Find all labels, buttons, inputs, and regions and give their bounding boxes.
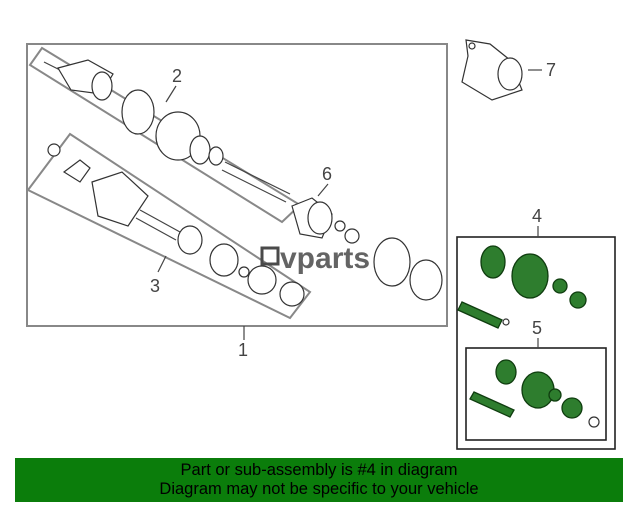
inner-joint-shaft-assembly — [47, 143, 305, 307]
info-banner: Part or sub-assembly is #4 in diagram Di… — [15, 458, 623, 502]
callout-3: 3 — [150, 276, 160, 296]
bracket-part-7 — [461, 39, 523, 101]
callout-2: 2 — [172, 66, 182, 86]
leader-3 — [157, 255, 167, 273]
vparts-logo: vparts — [260, 242, 370, 275]
boot-kit-4-parts — [457, 245, 587, 329]
outer-joint-shaft-assembly — [43, 59, 291, 203]
callout-7: 7 — [546, 60, 556, 80]
leader-6 — [317, 183, 329, 197]
banner-line-2: Diagram may not be specific to your vehi… — [159, 480, 479, 498]
damper-part-6 — [291, 197, 443, 301]
assembly-frame-1 — [26, 43, 448, 327]
watermark-text: vparts — [280, 242, 370, 275]
banner-line-1: Part or sub-assembly is #4 in diagram — [180, 461, 458, 479]
callout-5: 5 — [532, 318, 542, 338]
leader-2 — [165, 85, 177, 103]
callout-6: 6 — [322, 164, 332, 184]
callout-1: 1 — [238, 340, 248, 360]
boot-kit-5-parts — [469, 359, 600, 428]
kit-box-4 — [456, 236, 616, 450]
kit-box-5 — [465, 347, 607, 441]
callout-4: 4 — [532, 206, 542, 226]
